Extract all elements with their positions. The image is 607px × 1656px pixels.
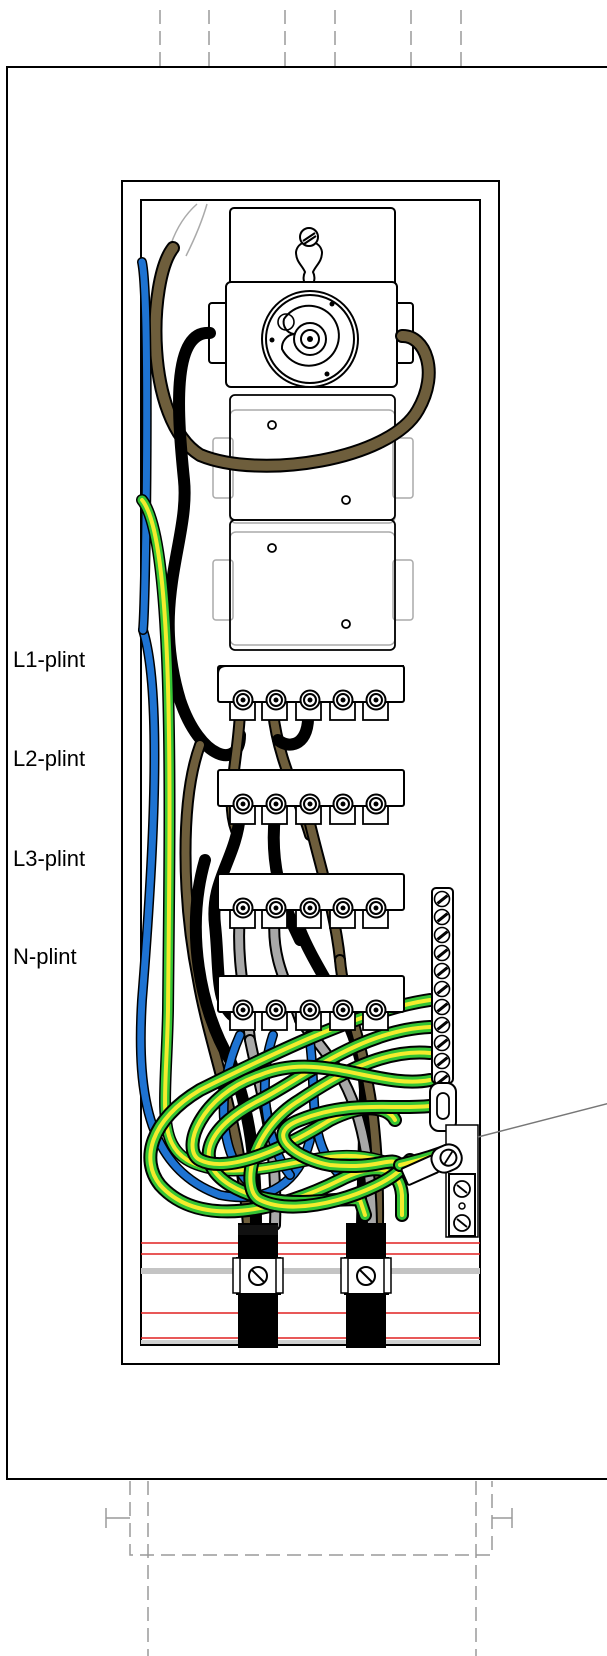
earth-wires	[136, 494, 467, 1222]
inner-panel	[121, 180, 500, 1365]
mounting-frame	[140, 199, 481, 1346]
l2-plint-label: L2-plint	[13, 746, 86, 771]
n-plint	[217, 975, 405, 1031]
main-switch	[208, 207, 414, 388]
cabinet-outline	[6, 66, 607, 1480]
cable-entry-sleeve	[170, 203, 208, 257]
l3-plint	[217, 873, 405, 929]
earth-bar-icon	[400, 887, 607, 1238]
l3-plint-label: L3-plint	[13, 846, 86, 871]
rotary-switch-icon	[261, 290, 359, 388]
l1-plint-label: L1-plint	[13, 647, 86, 672]
l1-plint	[217, 665, 405, 721]
cable-clamp-icon	[232, 1223, 392, 1348]
black-wire	[162, 327, 246, 761]
l2-plint	[217, 769, 405, 825]
din-rails	[141, 1242, 480, 1344]
top-dashed-guides	[159, 10, 462, 66]
brown-wire	[148, 241, 436, 473]
bottom-dashed-guides	[105, 1481, 513, 1656]
n-plint-label: N-plint	[13, 944, 77, 969]
